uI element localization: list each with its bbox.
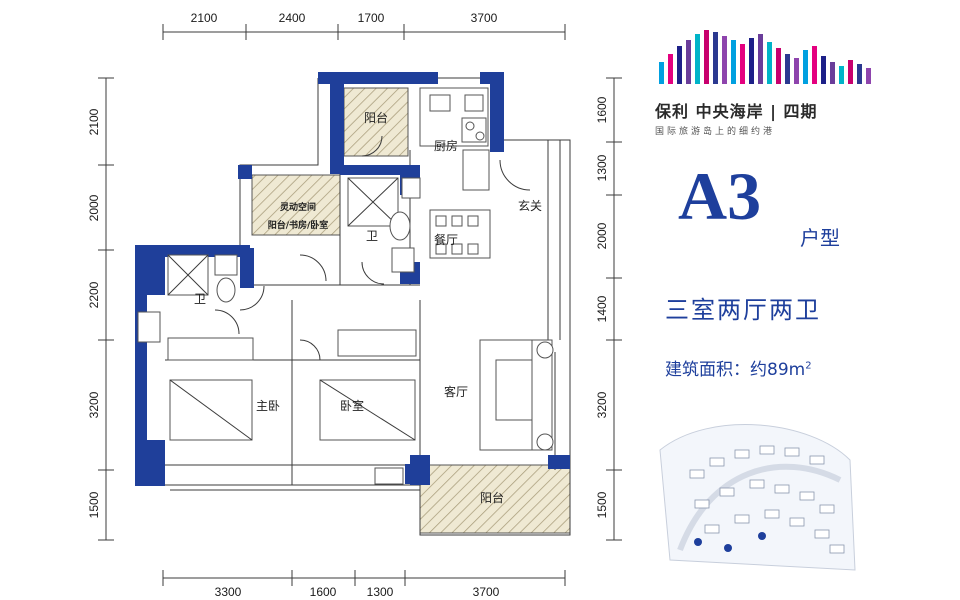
label-bath-center: 卫 xyxy=(366,229,378,243)
brand-bar xyxy=(803,50,808,84)
brand-bar xyxy=(704,30,709,84)
dim-right-2: 1300 xyxy=(595,154,609,181)
dimension-right: 1600 1300 2000 1400 3200 1500 xyxy=(595,77,622,541)
brand-bar xyxy=(821,56,826,84)
dim-right-1: 1600 xyxy=(595,96,609,123)
brand-bar xyxy=(749,38,754,84)
dim-left-5: 1500 xyxy=(87,491,101,518)
fixtures xyxy=(137,87,554,485)
unit-layout: 三室两厅两卫 xyxy=(665,296,821,324)
label-master-bedroom: 主卧 xyxy=(256,399,280,413)
brand-bar xyxy=(668,54,673,84)
dimension-top: 2100 2400 1700 3700 xyxy=(162,11,566,40)
dim-top-1: 2100 xyxy=(191,11,218,25)
site-plan-thumbnail xyxy=(659,424,856,571)
dim-bottom-2: 1600 xyxy=(310,585,337,599)
brand-bar xyxy=(695,34,700,84)
dim-left-4: 3200 xyxy=(87,391,101,418)
brand-bar xyxy=(776,48,781,84)
brand-name: 保利 中央海岸 | 四期 xyxy=(655,102,818,121)
unit-type-suffix: 户型 xyxy=(800,226,840,250)
brand-bar xyxy=(758,34,763,84)
brand-slogan: 国际旅游岛上的细约港 xyxy=(655,127,776,137)
brand-bar xyxy=(677,46,682,84)
brand-bar xyxy=(830,62,835,84)
brand-bar xyxy=(857,64,862,84)
label-balcony-bottom: 阳台 xyxy=(480,490,504,505)
label-dining: 餐厅 xyxy=(434,232,458,247)
dim-bottom-1: 3300 xyxy=(215,585,242,599)
brand-bar xyxy=(731,40,736,84)
label-living: 客厅 xyxy=(444,384,468,399)
dim-top-3: 1700 xyxy=(358,11,385,25)
unit-area-sup: 2 xyxy=(805,360,812,372)
dim-left-2: 2000 xyxy=(87,194,101,221)
brand-bar xyxy=(740,44,745,84)
dimension-left: 2100 2000 2200 3200 1500 xyxy=(87,77,114,541)
label-flex-space-2: 阳台/书房/卧室 xyxy=(268,219,329,231)
brand-bar xyxy=(794,58,799,84)
brand-bar xyxy=(839,66,844,84)
dim-right-4: 1400 xyxy=(595,295,609,322)
dimension-bottom: 3300 1600 1300 3700 xyxy=(162,570,566,599)
floor-plan: 2100 2400 1700 3700 3300 1600 1300 3700 … xyxy=(87,11,622,599)
brand-bar xyxy=(785,54,790,84)
label-flex-space-1: 灵动空间 xyxy=(279,201,316,213)
brand-bar xyxy=(848,60,853,84)
label-kitchen: 厨房 xyxy=(434,138,458,153)
brand-bar xyxy=(812,46,817,84)
label-balcony-top: 阳台 xyxy=(364,110,388,125)
label-bedroom: 卧室 xyxy=(340,398,364,413)
brand-bar xyxy=(659,62,664,84)
dim-left-1: 2100 xyxy=(87,108,101,135)
dim-left-3: 2200 xyxy=(87,281,101,308)
brand-bar xyxy=(866,68,871,84)
dim-top-4: 3700 xyxy=(471,11,498,25)
door-swings xyxy=(214,135,531,361)
brand-logo-bars xyxy=(659,30,871,84)
dim-right-5: 3200 xyxy=(595,391,609,418)
label-bath-left: 卫 xyxy=(194,292,206,306)
unit-area-label: 建筑面积：约89m xyxy=(665,360,806,380)
balcony-top-area xyxy=(343,87,409,157)
brand-bar xyxy=(713,32,718,84)
brand-bar xyxy=(722,36,727,84)
flex-space-area xyxy=(251,174,341,236)
unit-area: 建筑面积：约89m2 xyxy=(665,355,812,380)
brand-bar xyxy=(767,42,772,84)
dim-right-3: 2000 xyxy=(595,222,609,249)
dim-bottom-3: 1300 xyxy=(367,585,394,599)
label-entrance: 玄关 xyxy=(518,198,542,213)
dim-top-2: 2400 xyxy=(279,11,306,25)
unit-type-code: A3 xyxy=(678,158,762,234)
dim-bottom-4: 3700 xyxy=(473,585,500,599)
brand-bar xyxy=(686,40,691,84)
dim-right-6: 1500 xyxy=(595,491,609,518)
